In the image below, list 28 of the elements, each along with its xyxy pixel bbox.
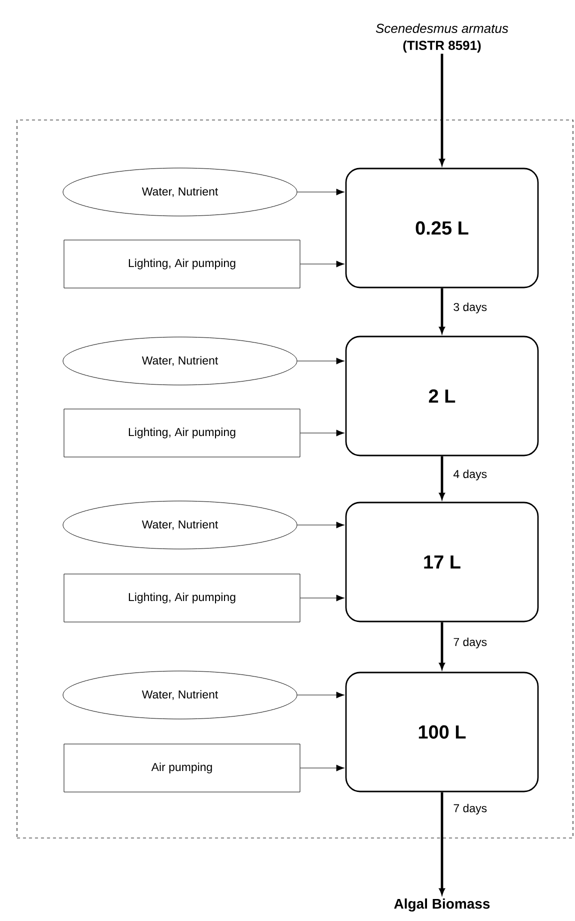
input-box: Lighting, Air pumping [64, 574, 300, 622]
arrow [297, 522, 345, 528]
arrow [439, 456, 445, 500]
culture-vessel-box: 100 L [345, 672, 539, 792]
edge-label: 4 days [452, 468, 488, 482]
dashed-frame [16, 120, 574, 838]
arrow [439, 288, 445, 334]
culture-vessel-box: 0.25 L [345, 168, 539, 288]
arrow [439, 792, 445, 895]
arrow [439, 622, 445, 670]
input-box: Air pumping [64, 744, 300, 792]
arrow [300, 594, 345, 602]
input-box: Lighting, Air pumping [64, 240, 300, 288]
arrow [300, 430, 345, 436]
product-label: Algal Biomass [394, 898, 490, 912]
culture-vessel-box: 17 L [345, 502, 539, 622]
edge-label: 3 days [452, 302, 488, 314]
arrow [297, 188, 345, 196]
arrow [439, 54, 445, 166]
source-label: Scenedesmus armatus (TISTR 8591) [376, 23, 508, 53]
input-box: Lighting, Air pumping [64, 408, 300, 458]
edge-label: 7 days [452, 636, 488, 650]
culture-vessel-box: 2 L [345, 336, 539, 456]
arrow [300, 764, 345, 772]
arrow [297, 692, 345, 698]
edge-label: 7 days [452, 802, 488, 816]
arrow [297, 358, 345, 364]
arrow [300, 260, 345, 268]
